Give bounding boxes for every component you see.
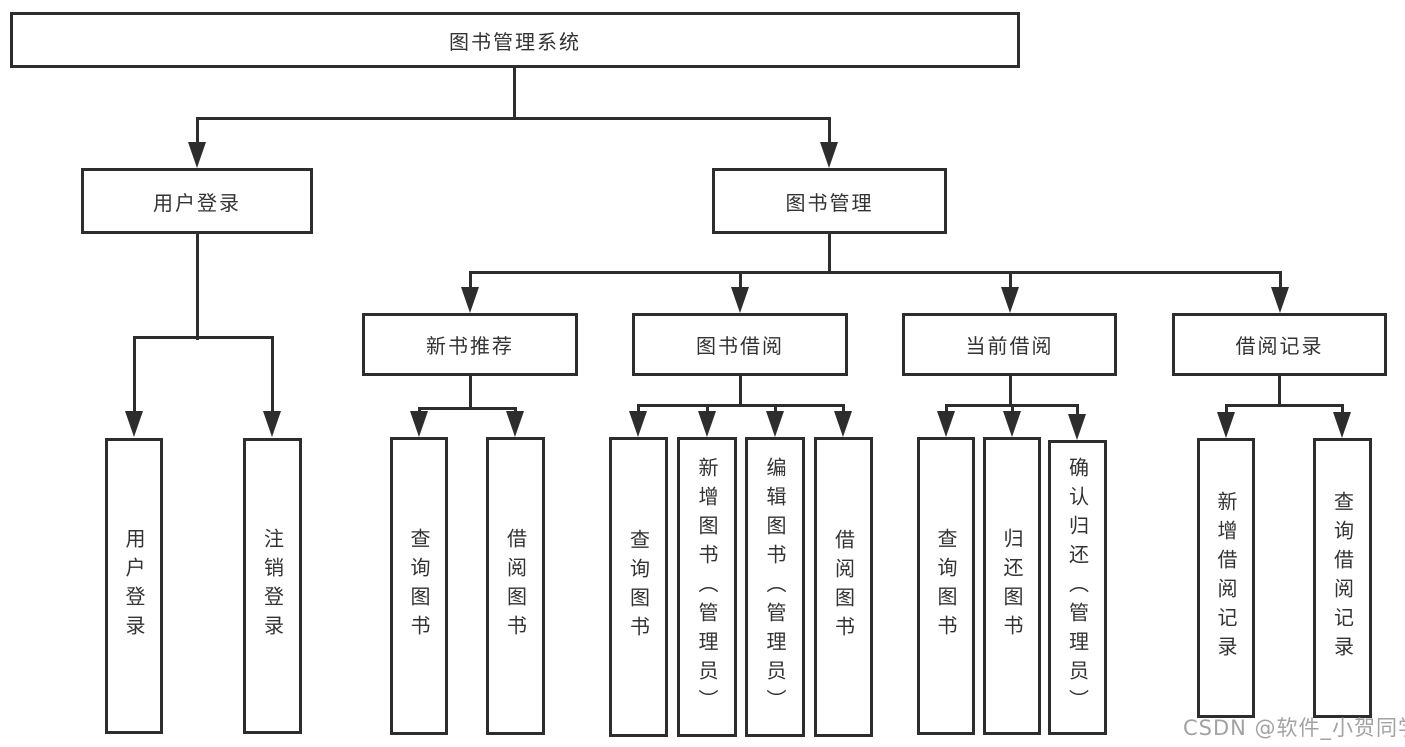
node-leaf-borrow-books-2: 借阅图书 <box>814 437 873 737</box>
arrow-down-icon <box>461 287 479 313</box>
node-leaf-logout: 注销登录 <box>243 438 302 734</box>
connector-line <box>739 272 742 292</box>
connector-line <box>1009 272 1012 292</box>
connector-line <box>739 376 742 407</box>
connector-line <box>1278 376 1281 407</box>
node-user-login: 用户登录 <box>81 168 313 234</box>
connector-line <box>469 271 1282 274</box>
connector-line <box>637 404 845 407</box>
node-leaf-query-borrow-record: 查询借阅记录 <box>1313 438 1372 718</box>
node-leaf-add-books-admin: 新增图书（管理员） <box>677 437 737 737</box>
arrow-down-icon <box>834 411 852 437</box>
arrow-down-icon <box>1271 287 1289 313</box>
connector-line <box>1341 405 1344 418</box>
node-new-book-recommendation: 新书推荐 <box>362 313 578 376</box>
arrow-down-icon <box>766 411 784 437</box>
connector-line <box>196 118 199 148</box>
connector-line <box>418 407 517 410</box>
arrow-down-icon <box>1001 287 1019 313</box>
node-leaf-edit-books-admin: 编辑图书（管理员） <box>745 437 805 737</box>
connector-line <box>1076 405 1079 417</box>
connector-line <box>271 337 274 417</box>
connector-line <box>828 118 831 148</box>
arrow-down-icon <box>731 287 749 313</box>
node-leaf-user-login: 用户登录 <box>105 438 163 734</box>
node-book-management: 图书管理 <box>712 168 947 234</box>
connector-line <box>1009 376 1012 407</box>
node-book-borrowing: 图书借阅 <box>632 313 848 376</box>
connector-line <box>1225 405 1228 418</box>
arrow-down-icon <box>820 142 838 168</box>
node-leaf-return-books: 归还图书 <box>983 437 1041 735</box>
node-leaf-confirm-return-admin: 确认归还（管理员） <box>1048 440 1107 735</box>
node-leaf-query-books-1: 查询图书 <box>390 437 448 735</box>
watermark-text: CSDN @软件_小贺同学 <box>1183 716 1405 740</box>
connector-line <box>196 117 831 120</box>
connector-line <box>513 68 516 120</box>
node-current-borrowing: 当前借阅 <box>902 313 1117 376</box>
arrow-down-icon <box>188 142 206 168</box>
connector-line <box>133 336 274 339</box>
node-leaf-query-books-3: 查询图书 <box>917 437 975 735</box>
arrow-down-icon <box>1068 414 1086 440</box>
node-leaf-add-borrow-record: 新增借阅记录 <box>1197 438 1255 718</box>
connector-line <box>133 337 136 417</box>
arrow-down-icon <box>263 411 281 437</box>
node-leaf-query-books-2: 查询图书 <box>609 437 668 737</box>
node-library-management-system: 图书管理系统 <box>10 12 1020 68</box>
arrow-down-icon <box>410 411 428 437</box>
arrow-down-icon <box>506 411 524 437</box>
connector-line <box>1225 404 1344 407</box>
arrow-down-icon <box>125 411 143 437</box>
connector-line <box>469 272 472 292</box>
arrow-down-icon <box>1333 412 1351 438</box>
node-borrowing-records: 借阅记录 <box>1172 313 1387 376</box>
arrow-down-icon <box>1217 412 1235 438</box>
arrow-down-icon <box>937 411 955 437</box>
connector-line <box>196 233 199 340</box>
connector-line <box>1279 272 1282 292</box>
arrow-down-icon <box>629 411 647 437</box>
arrow-down-icon <box>698 411 716 437</box>
connector-line <box>469 376 472 410</box>
arrow-down-icon <box>1003 411 1021 437</box>
connector-line <box>828 234 831 274</box>
node-leaf-borrow-books-1: 借阅图书 <box>486 437 545 735</box>
